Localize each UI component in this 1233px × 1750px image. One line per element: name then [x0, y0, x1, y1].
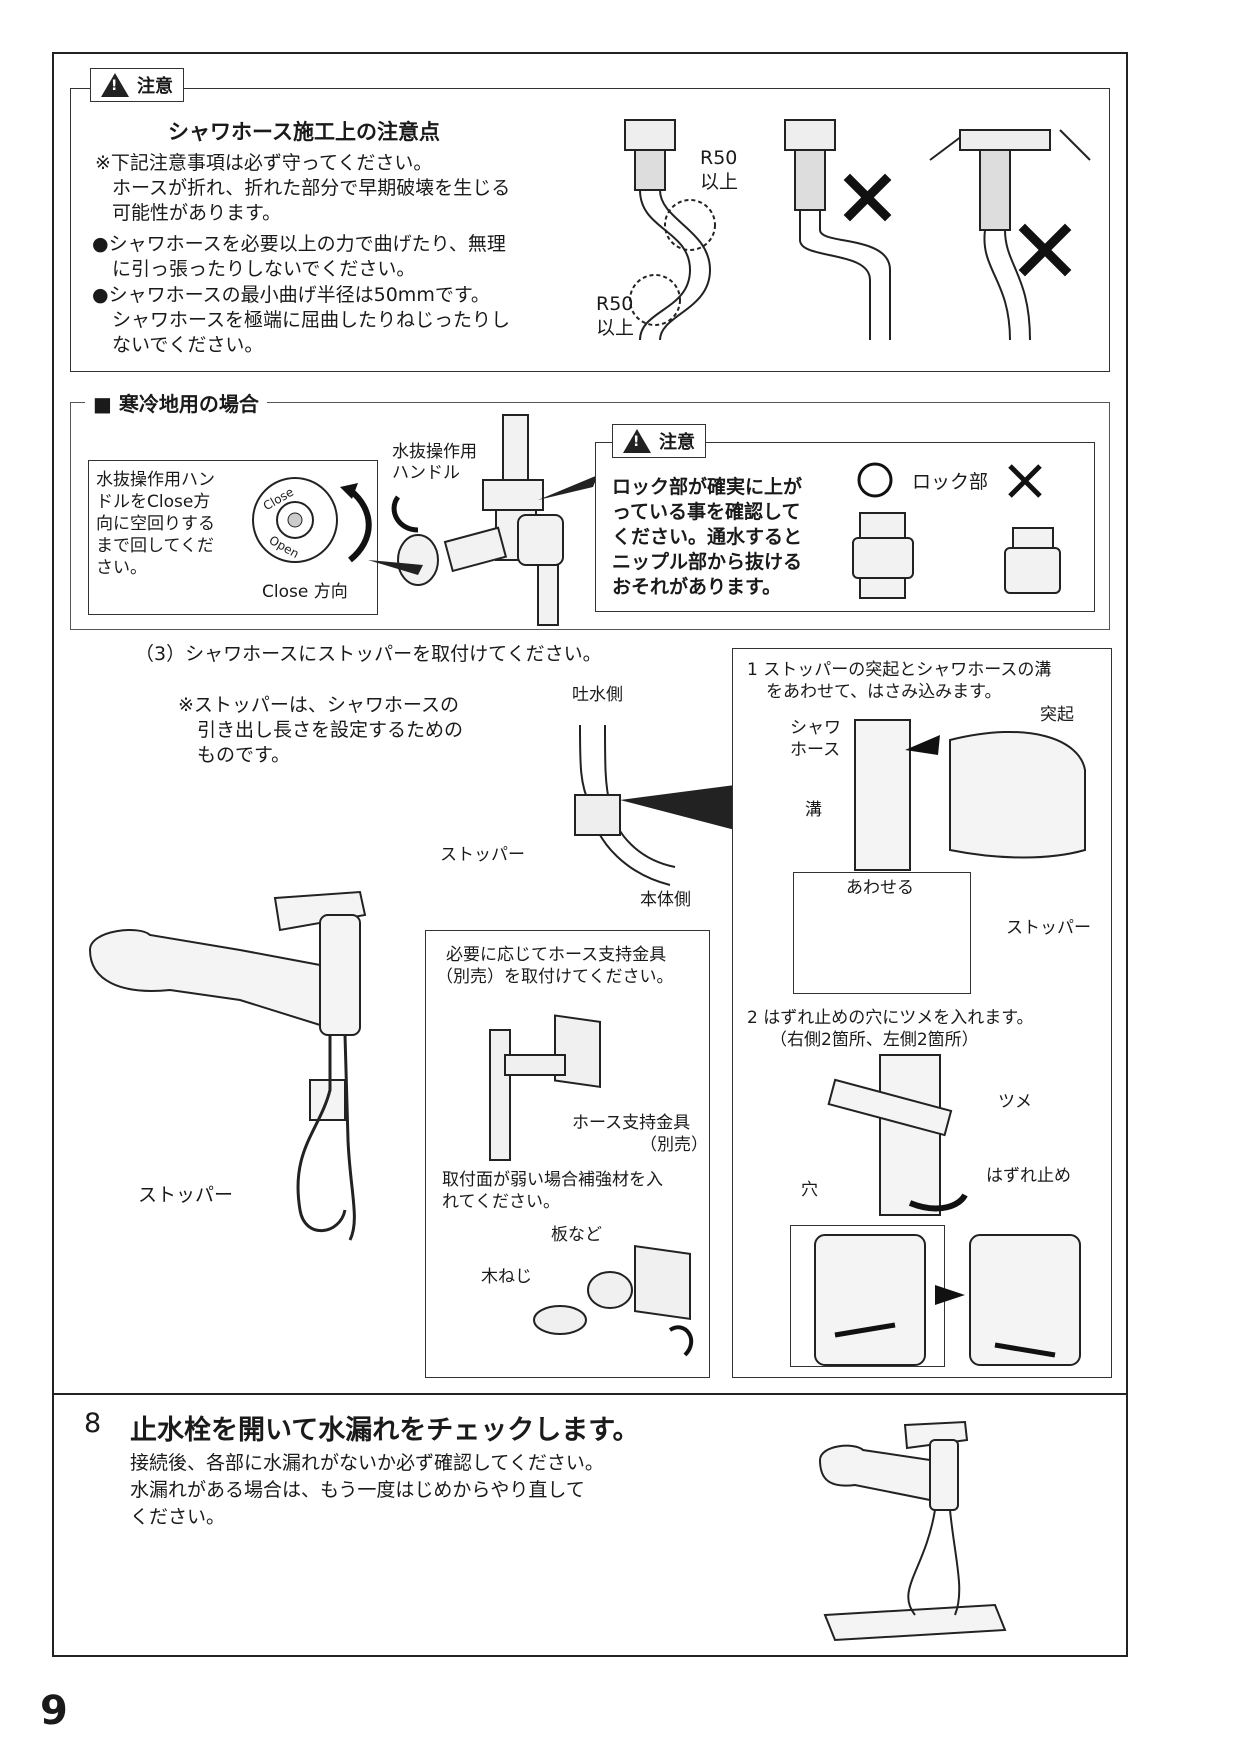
page-frame — [52, 52, 1128, 1657]
plate-label: 板など — [551, 1225, 602, 1245]
step8-number: 8 — [84, 1408, 102, 1439]
caution-line-5: に引っ張ったりしないでください。 — [112, 258, 416, 280]
page-number: 9 — [40, 1688, 68, 1734]
x-mark-icon — [843, 173, 1072, 277]
claw-illustration — [827, 1054, 968, 1216]
screw-label: 木ねじ — [481, 1267, 532, 1287]
align-detail-box — [793, 872, 971, 994]
clip-close-illustration — [814, 1234, 1081, 1366]
step3-title: （3）シャワホースにストッパーを取付けてください。 — [135, 643, 602, 665]
hose-bend-illustration — [624, 119, 1091, 341]
bracket-line-1: 必要に応じてホース支持金具 — [446, 945, 667, 965]
caution-line-6: ●シャワホースの最小曲げ半径は50mmです。 — [92, 284, 490, 306]
step1-line-2: をあわせて、はさみ込みます。 — [766, 682, 1002, 702]
lock-line-2: っている事を確認して — [612, 501, 801, 523]
caution-line-1: ※下記注意事項は必ず守ってください。 — [95, 152, 433, 174]
stopper-label-2: ストッパー — [138, 1184, 234, 1206]
circle-ok-icon — [857, 462, 893, 498]
claw-label: ツメ — [998, 1092, 1032, 1112]
step8-title: 止水栓を開いて水漏れをチェックします。 — [130, 1415, 640, 1446]
drain-handle-label-2: ハンドル — [392, 463, 460, 483]
step2-line-1: 2 はずれ止めの穴にツメを入れます。 — [747, 1008, 1034, 1028]
lock-illustration — [852, 462, 1061, 599]
bracket-illustration — [489, 1014, 601, 1161]
step3-note-3: ものです。 — [197, 744, 291, 766]
weak-line-1: 取付面が弱い場合補強材を入 — [442, 1170, 663, 1190]
shower-hose-label-2: ホース — [790, 740, 841, 760]
align-label: あわせる — [846, 878, 914, 898]
groove-label: 溝 — [805, 800, 822, 820]
drain-handle-label-1: 水抜操作用 — [392, 442, 477, 462]
step3-note-2: 引き出し長さを設定するための — [197, 719, 464, 741]
lock-caution-tag: 注意 — [612, 424, 706, 458]
lock-line-5: おそれがあります。 — [612, 576, 782, 598]
faucet-check-illustration — [818, 1420, 1007, 1642]
body-side-label: 本体側 — [640, 890, 691, 910]
step8-line-3: ください。 — [130, 1506, 226, 1528]
reinforcement-illustration — [533, 1245, 694, 1357]
lock-line-4: ニップル部から抜ける — [612, 551, 803, 573]
handle-line-2: ドルをClose方 — [96, 492, 211, 512]
r50-label-b: R50 — [596, 293, 634, 315]
caution-line-7: シャワホースを極端に屈曲したりねじったりし — [112, 309, 511, 331]
stopper-clip-illustration — [854, 719, 1086, 871]
handle-line-3: 向に空回りする — [96, 514, 215, 534]
hole-label: 穴 — [801, 1180, 818, 1200]
step1-line-1: 1 ストッパーの突起とシャワホースの溝 — [747, 660, 1052, 680]
r50-label-a2: 以上 — [700, 171, 739, 193]
caution-line-4: ●シャワホースを必要以上の力で曲げたり、無理 — [92, 233, 506, 255]
warning-icon — [101, 73, 129, 97]
step3-note-1: ※ストッパーは、シャワホースの — [178, 694, 459, 716]
shower-hose-label-1: シャワ — [790, 718, 841, 738]
x-mark-icon — [1008, 464, 1042, 498]
bracket-label-2: （別売） — [640, 1135, 708, 1155]
warning-icon — [623, 429, 651, 453]
caution-line-8: ないでください。 — [112, 334, 264, 356]
step8-divider — [52, 1393, 1128, 1395]
weak-line-2: れてください。 — [442, 1192, 560, 1212]
step8-line-1: 接続後、各部に水漏れがないか必ず確認してください。 — [130, 1452, 604, 1474]
lock-line-1: ロック部が確実に上が — [612, 476, 803, 498]
lock-stop-label: はずれ止め — [986, 1166, 1071, 1186]
drain-dial-illustration — [252, 477, 372, 563]
lock-line-3: ください。通水すると — [612, 526, 803, 548]
outlet-side-label: 吐水側 — [572, 685, 623, 705]
r50-label-b2: 以上 — [596, 317, 635, 339]
lock-part-label: ロック部 — [912, 471, 989, 493]
handle-line-4: まで回してくだ — [96, 536, 214, 556]
protrusion-label: 突起 — [1040, 705, 1074, 725]
bracket-line-2: （別売）を取付けてください。 — [436, 967, 674, 987]
caution-box-top — [70, 88, 1110, 372]
stopper-label: ストッパー — [440, 845, 525, 865]
caution-title: シャワホース施工上の注意点 — [168, 120, 440, 144]
caution-line-3: 可能性があります。 — [112, 202, 282, 224]
close-direction-label: Close 方向 — [262, 582, 348, 602]
stopper-label-3: ストッパー — [1006, 918, 1091, 938]
step8-line-2: 水漏れがある場合は、もう一度はじめからやり直して — [130, 1479, 585, 1501]
faucet-illustration — [88, 890, 367, 1241]
r50-label-a: R50 — [700, 147, 738, 169]
bracket-label-1: ホース支持金具 — [572, 1113, 691, 1133]
step2-line-2: （右側2箇所、左側2箇所） — [770, 1030, 979, 1050]
handle-line-5: さい。 — [96, 558, 147, 578]
hose-stopper-illustration — [574, 724, 735, 886]
cold-region-heading: ■ 寒冷地用の場合 — [85, 388, 267, 417]
caution-tag-top: 注意 — [90, 68, 184, 102]
drain-valve-illustration — [368, 414, 598, 626]
caution-line-2: ホースが折れ、折れた部分で早期破壊を生じる — [112, 177, 511, 199]
handle-line-1: 水抜操作用ハン — [96, 470, 215, 490]
